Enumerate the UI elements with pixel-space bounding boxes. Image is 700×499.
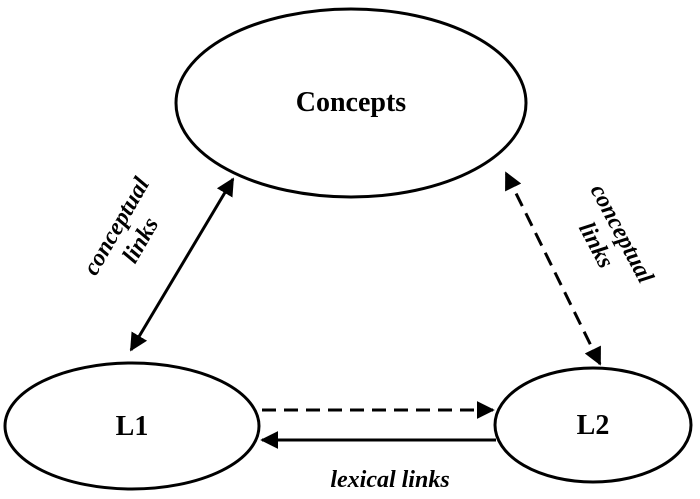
l2-node [493, 366, 693, 484]
l1-concepts-conceptual-link [129, 177, 235, 352]
l1-label: L1 [116, 411, 149, 442]
right-conceptual-links-label: conceptual links [573, 180, 658, 288]
concepts-label: Concepts [296, 87, 407, 118]
l2-concepts-conceptual-link [504, 171, 602, 366]
lexical-links-label: lexical links [330, 467, 449, 493]
l1-node [3, 361, 261, 491]
concepts-node [174, 7, 528, 199]
l2-label: L2 [577, 410, 610, 441]
left-conceptual-links-label: conceptual links [78, 173, 164, 280]
